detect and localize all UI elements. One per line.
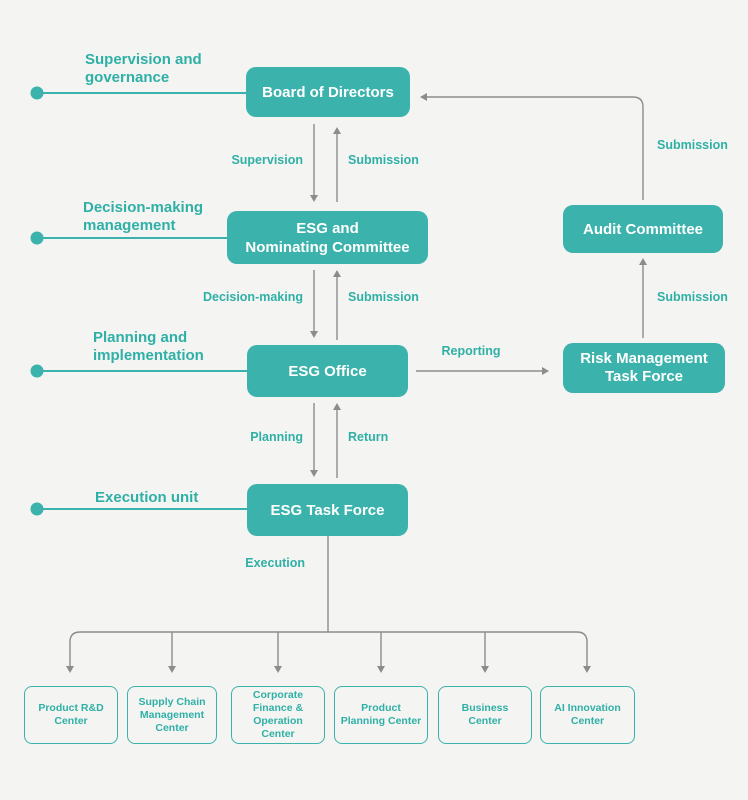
arrowhead-drop-6 xyxy=(583,666,591,673)
edge-label-reporting: Reporting xyxy=(441,344,501,358)
edge-label-submission-to-board: Submission xyxy=(348,153,419,167)
edge-label-decision-making: Decision-making xyxy=(202,290,303,304)
arrowhead-submission1-up xyxy=(333,127,341,134)
arrowhead-return-up xyxy=(333,403,341,410)
arrowhead-drop-3 xyxy=(274,666,282,673)
lane-label-decision-making-management: Decision-making management xyxy=(83,199,204,234)
arrowhead-audit-to-board-left xyxy=(420,93,427,101)
arrowhead-submission3-up xyxy=(639,258,647,265)
drop-line-1 xyxy=(69,631,81,666)
lane-dot-supervision xyxy=(30,86,44,100)
edge-label-submission-to-audit: Submission xyxy=(657,290,728,304)
arrowhead-drop-5 xyxy=(481,666,489,673)
arrowhead-drop-1 xyxy=(66,666,74,673)
drop-line-6 xyxy=(576,631,588,666)
edge-label-planning: Planning xyxy=(250,430,303,444)
arrowhead-reporting-right xyxy=(542,367,549,375)
arrows xyxy=(69,96,644,666)
edge-label-supervision: Supervision xyxy=(231,153,303,167)
edge-label-submission-to-committee: Submission xyxy=(348,290,419,304)
lane-dot-execution xyxy=(30,502,44,516)
node-esg-office: ESG Office xyxy=(247,345,408,397)
lane-label-planning-implementation: Planning and implementation xyxy=(93,329,204,364)
unit-supply-chain-management-center: Supply Chain Management Center xyxy=(127,686,217,744)
node-risk-management-task-force: Risk Management Task Force xyxy=(563,343,725,393)
arrowhead-drop-4 xyxy=(377,666,385,673)
arrowhead-planning-down xyxy=(310,470,318,477)
arrowheads xyxy=(66,93,647,673)
lane-rails xyxy=(40,92,247,510)
lane-label-execution-unit: Execution unit xyxy=(95,489,199,506)
node-audit-committee: Audit Committee xyxy=(563,205,723,253)
node-esg-task-force: ESG Task Force xyxy=(247,484,408,536)
arrowhead-drop-2 xyxy=(168,666,176,673)
edge-label-return: Return xyxy=(348,430,389,444)
arrow-audit-to-board-elbow xyxy=(427,96,644,200)
unit-corporate-finance-operation-center: Corporate Finance & Operation Center xyxy=(231,686,325,744)
lane-label-supervision-governance: Supervision and governance xyxy=(85,51,202,86)
unit-product-planning-center: Product Planning Center xyxy=(334,686,428,744)
unit-product-rd-center: Product R&D Center xyxy=(24,686,118,744)
edge-label-submission-audit-to-board: Submission xyxy=(657,138,728,152)
node-board-of-directors: Board of Directors xyxy=(246,67,410,117)
arrowhead-decision-down xyxy=(310,331,318,338)
lane-dot-decision xyxy=(30,231,44,245)
arrowhead-submission2-up xyxy=(333,270,341,277)
lane-dot-planning xyxy=(30,364,44,378)
edge-label-execution: Execution xyxy=(245,556,305,570)
unit-ai-innovation-center: AI Innovation Center xyxy=(540,686,635,744)
node-esg-nominating-committee: ESG and Nominating Committee xyxy=(227,211,428,264)
arrowhead-supervision-down xyxy=(310,195,318,202)
lane-dots xyxy=(30,86,44,516)
unit-business-center: Business Center xyxy=(438,686,532,744)
